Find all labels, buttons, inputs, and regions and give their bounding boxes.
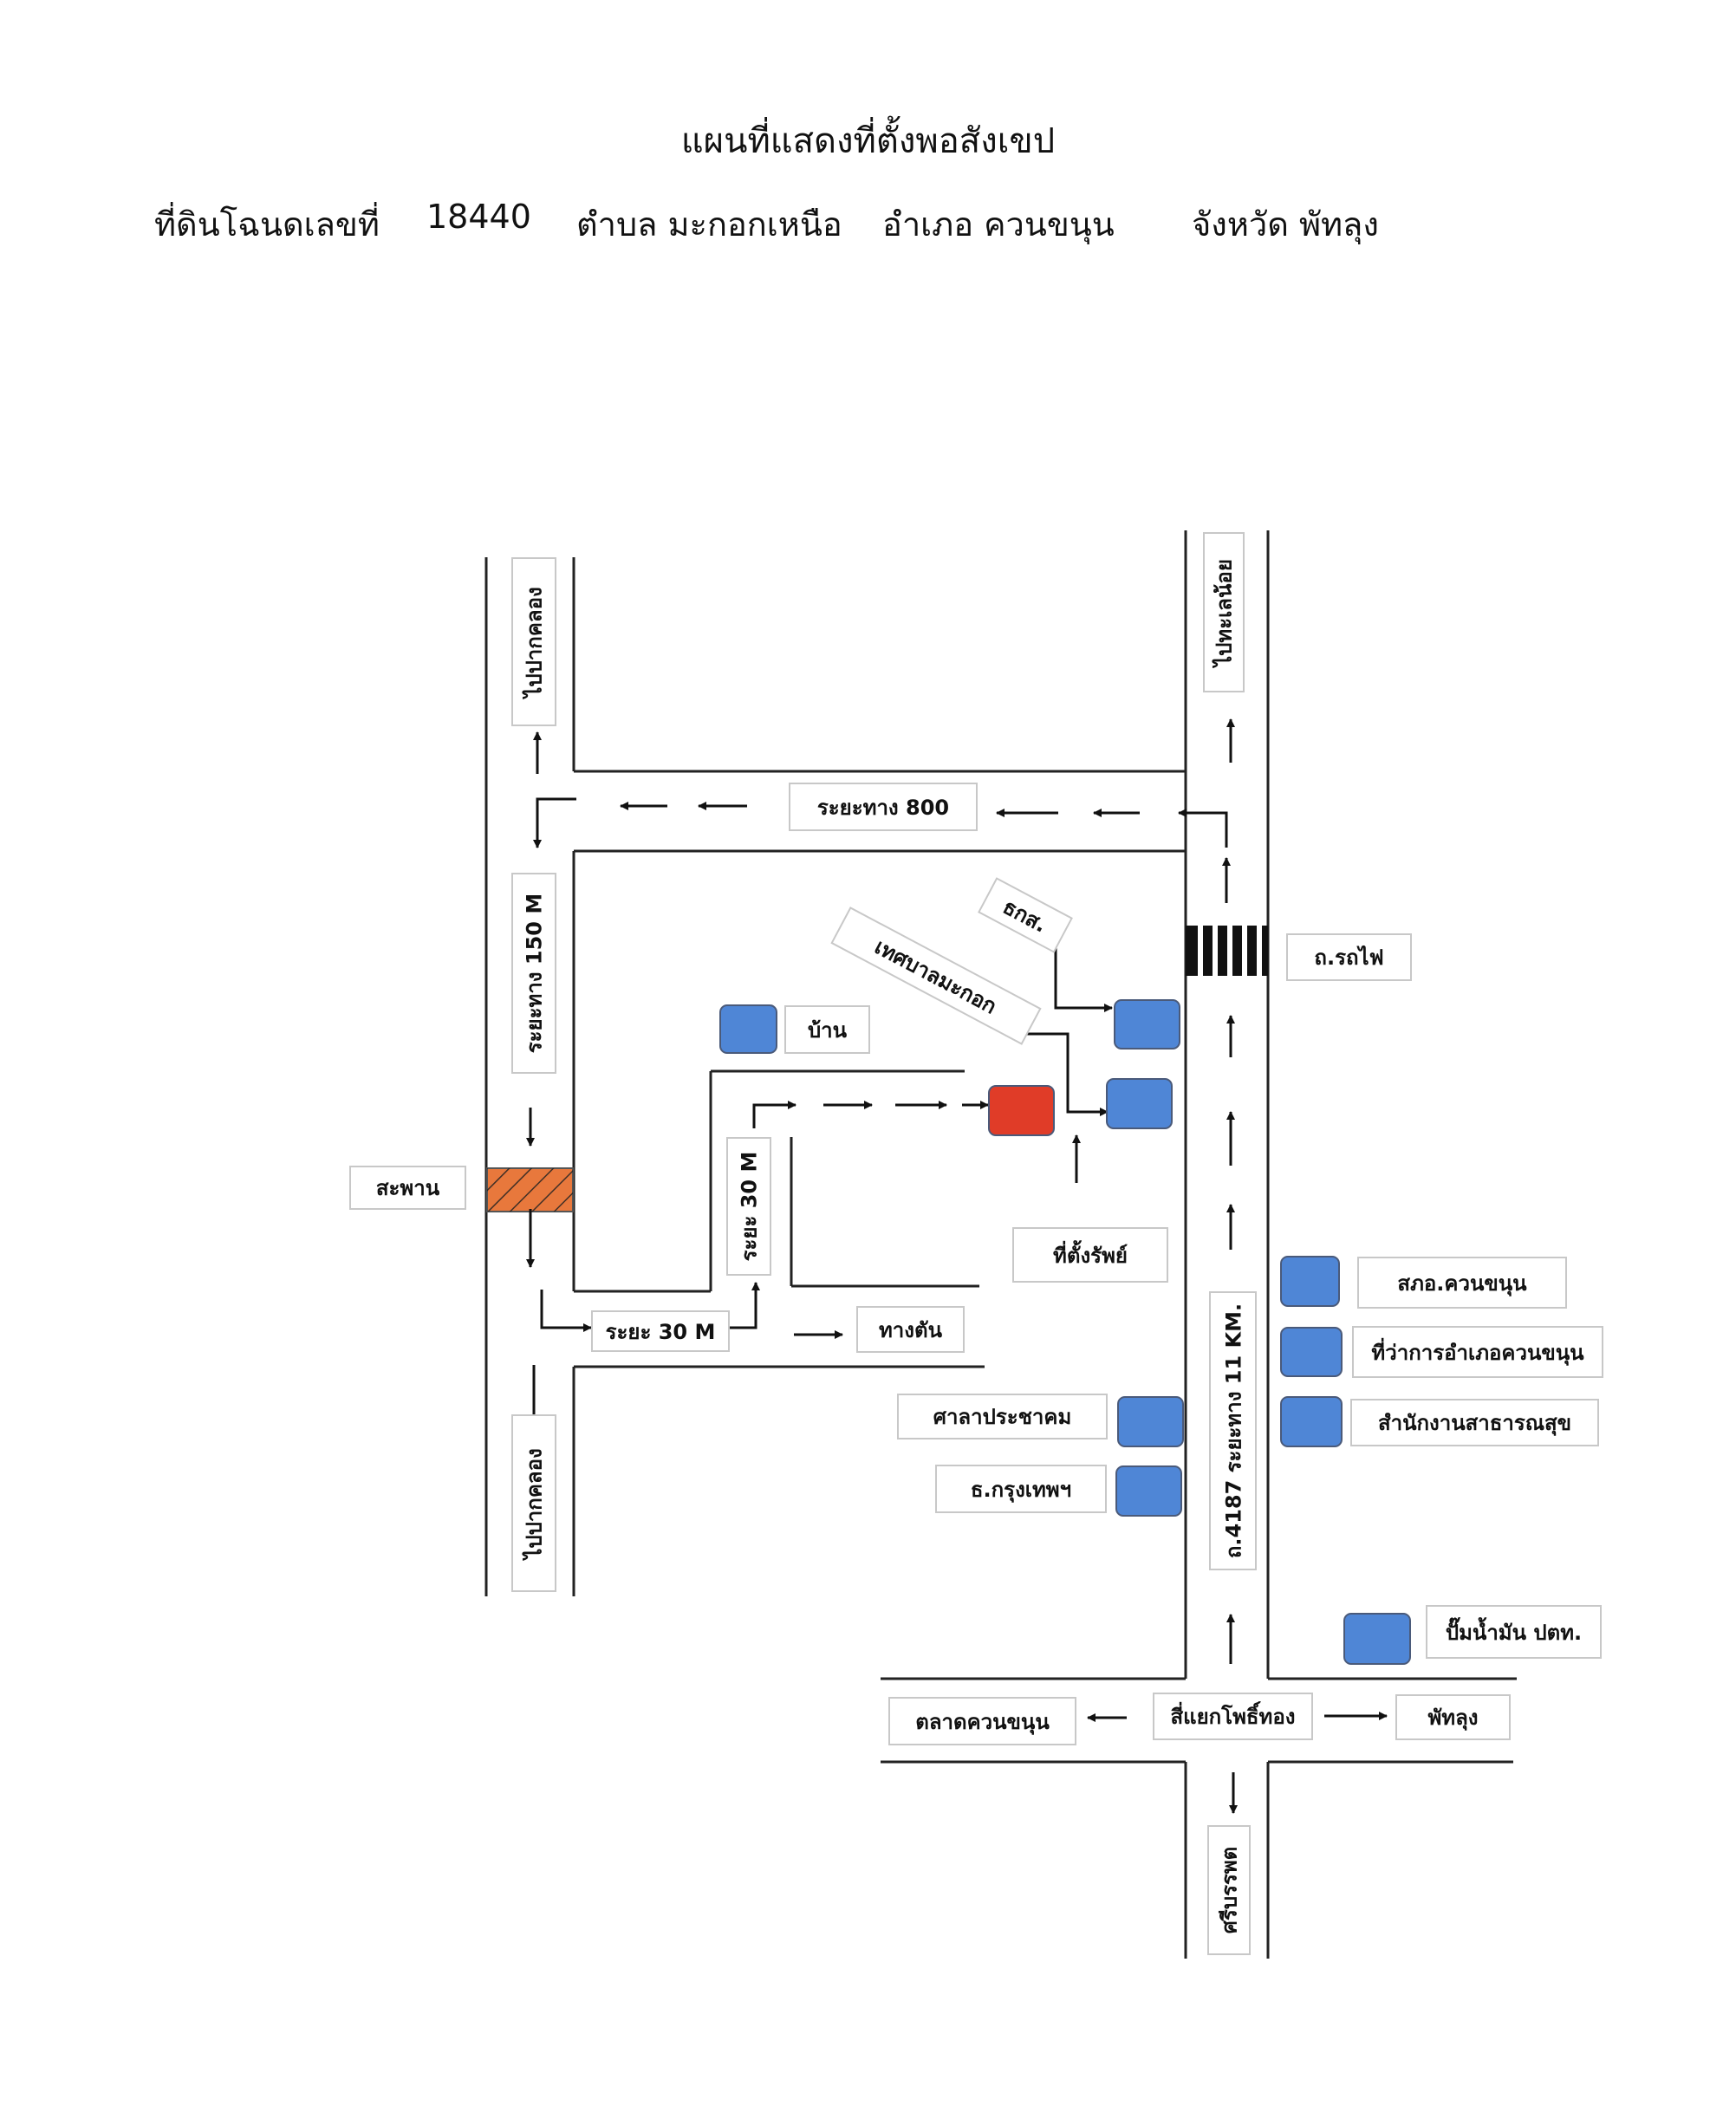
to-pak-khlong-bottom-label: ไปปากคลอง — [511, 1414, 556, 1592]
ptt-station-label: ปั๊มน้ำมัน ปตท. — [1426, 1605, 1602, 1659]
deed-label: ที่ดินโฉนดเลขที่ — [154, 205, 380, 244]
health-office-marker — [1280, 1396, 1343, 1447]
roads — [484, 530, 1517, 1959]
public-hall-marker — [1117, 1396, 1184, 1447]
house-label: บ้าน — [784, 1005, 870, 1054]
bridge-label: สะพาน — [349, 1166, 466, 1210]
bangkok-bank-label: ธ.กรุงเทพฯ — [935, 1465, 1107, 1513]
deed-number: 18440 — [426, 198, 531, 236]
health-office-label: สำนักงานสาธารณสุข — [1350, 1399, 1599, 1446]
railway-crossing — [1186, 926, 1268, 976]
bridge-marker — [486, 1167, 574, 1212]
bangkok-bank-marker — [1115, 1465, 1182, 1517]
range-30-vertical-label: ระยะ 30 M — [726, 1137, 771, 1276]
district-office-marker — [1280, 1327, 1343, 1377]
subdistrict: ตำบล มะกอกเหนือ — [576, 205, 842, 244]
range-30-horizontal-label: ระยะ 30 M — [591, 1310, 730, 1352]
police-station-label: สภอ.ควนขนุน — [1357, 1257, 1567, 1309]
si-banphot-label: ศรีบรรพต — [1207, 1825, 1251, 1955]
property-location-label: ที่ตั้งรัพย์ — [1012, 1227, 1168, 1283]
distance-800-label: ระยะทาง 800 — [789, 783, 978, 831]
landmarks — [719, 999, 1411, 1665]
dead-end-label: ทางตัน — [856, 1306, 965, 1353]
district: อำเภอ ควนขนุน — [882, 205, 1115, 244]
intersection-label: สี่แยกโพธิ์ทอง — [1153, 1693, 1313, 1740]
house-marker — [719, 1004, 777, 1054]
province: จังหวัด พัทลุง — [1192, 205, 1379, 244]
ptt-station-marker — [1343, 1613, 1411, 1665]
market-label: ตลาดควนขนุน — [888, 1697, 1076, 1745]
baac-marker — [1114, 999, 1180, 1050]
distance-150-label: ระยะทาง 150 M — [511, 873, 556, 1074]
property-marker — [988, 1085, 1055, 1136]
highway-label: ถ.4187 ระยะทาง 11 KM. — [1209, 1291, 1257, 1570]
police-station-marker — [1280, 1256, 1340, 1307]
route-arrows — [526, 718, 1388, 1814]
to-thale-noi-label: ไปทะเลน้อย — [1203, 532, 1245, 692]
public-hall-label: ศาลาประชาคม — [897, 1394, 1108, 1439]
railway-label: ถ.รถไฟ — [1286, 933, 1412, 981]
municipality-marker — [1106, 1078, 1173, 1129]
to-pak-khlong-top-label: ไปปากคลอง — [511, 557, 556, 726]
map-title: แผนที่แสดงที่ตั้งพอสังเขป — [680, 121, 1056, 161]
phatthalung-label: พัทลุง — [1395, 1694, 1511, 1740]
district-office-label: ที่ว่าการอำเภอควนขนุน — [1352, 1326, 1603, 1378]
